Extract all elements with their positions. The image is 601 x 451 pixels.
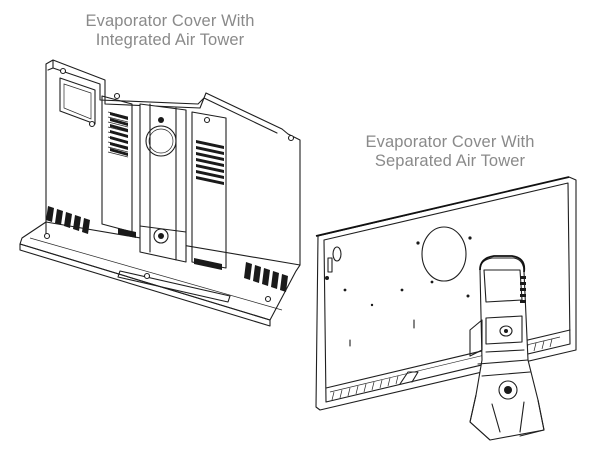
integrated-caption-line-1: Evaporator Cover With xyxy=(85,12,255,30)
integrated-caption-line-2: Integrated Air Tower xyxy=(95,31,245,49)
separated-caption-line-1: Evaporator Cover With xyxy=(365,133,535,151)
integrated-air-tower-caption: Evaporator Cover With Integrated Air Tow… xyxy=(40,12,300,50)
separated-air-tower-caption: Evaporator Cover With Separated Air Towe… xyxy=(305,133,595,171)
separated-caption-line-2: Separated Air Tower xyxy=(374,152,526,170)
integrated-air-tower-cover xyxy=(19,59,301,327)
separated-air-tower-cover xyxy=(315,176,577,441)
